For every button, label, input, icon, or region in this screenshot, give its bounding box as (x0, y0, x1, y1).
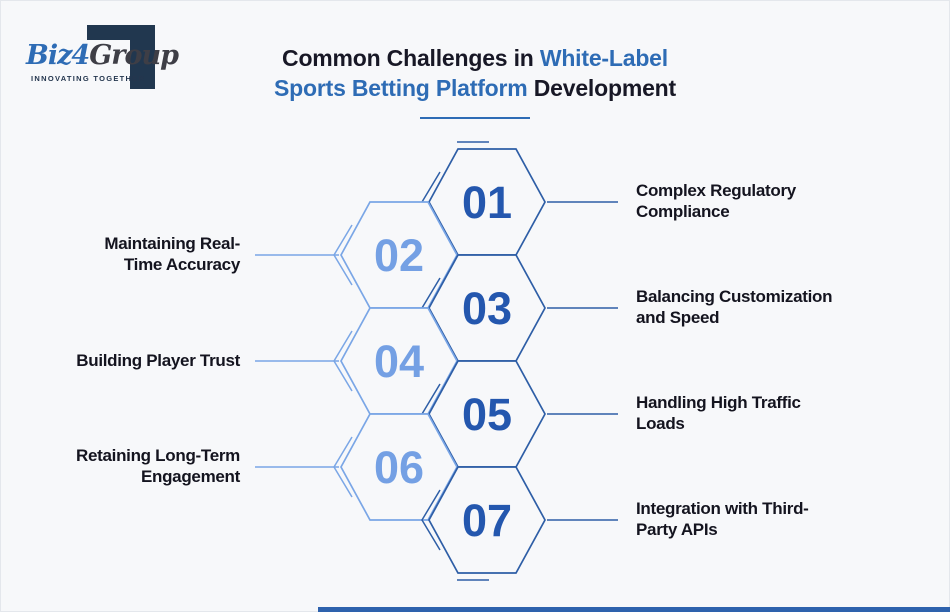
hexagon-number-01: 01 (462, 177, 512, 228)
bottom-accent-bar (318, 607, 950, 612)
challenge-label-line: and Speed (636, 308, 720, 327)
challenge-label-line: Engagement (140, 467, 240, 486)
hexagon-step-02: 02 (255, 201, 458, 309)
hexagon-number-03: 03 (462, 283, 512, 334)
challenge-label-line: Compliance (636, 202, 730, 221)
logo-wordmark: Biz4Group (26, 40, 179, 71)
challenge-label-line: Balancing Customization (636, 287, 833, 306)
logo-bracket-icon (24, 14, 174, 104)
title-line-2: Sports Betting Platform Development (0, 73, 950, 103)
challenge-label-07: Integration with Third- Party APIs (636, 498, 809, 540)
title-line1-highlight: White-Label (539, 45, 668, 71)
hexagon-step-06: 06 (255, 413, 458, 521)
page-title: Common Challenges in White-Label Sports … (0, 43, 950, 103)
challenge-label-line: Handling High Traffic (636, 393, 801, 412)
hexagon-number-02: 02 (374, 230, 424, 281)
hexagon-accent-chevron (333, 436, 353, 498)
challenge-label-line: Time Accuracy (123, 255, 240, 274)
title-line2-highlight: Sports Betting Platform (274, 75, 528, 101)
hexagon-number-06: 06 (374, 442, 424, 493)
logo-word-4: 4 (71, 40, 90, 71)
challenge-label-line: Maintaining Real- (104, 234, 240, 253)
hexagon-step-07: 07 (421, 466, 618, 581)
hexagon-number-04: 04 (374, 336, 424, 387)
title-line2-dark: Development (533, 75, 676, 101)
logo-word-biz: Biz (26, 40, 72, 71)
logo-bracket-right (130, 25, 155, 89)
hexagon-outline-06 (340, 413, 458, 521)
logo-word-group: Group (89, 40, 179, 71)
hexagon-accent-chevron (421, 489, 441, 551)
challenge-label-line: Integration with Third- (636, 499, 809, 518)
title-underline (420, 117, 530, 119)
hexagon-number-05: 05 (462, 389, 512, 440)
title-line1-dark: Common Challenges in (282, 45, 534, 71)
challenge-label-line: Party APIs (636, 520, 718, 539)
title-line-1: Common Challenges in White-Label (0, 43, 950, 73)
challenge-label-line: Loads (636, 414, 685, 433)
challenge-label-04: Building Player Trust (10, 350, 240, 371)
challenge-label-02: Maintaining Real- Time Accuracy (10, 233, 240, 275)
challenge-label-line: Complex Regulatory (636, 181, 796, 200)
hexagon-step-04: 04 (255, 307, 458, 415)
hexagon-number-07: 07 (462, 495, 512, 546)
biz4group-logo: Biz4Group INNOVATING TOGETHER (24, 14, 179, 104)
hexagon-accent-chevron (333, 330, 353, 392)
hexagon-outline-07 (428, 466, 546, 574)
hexagon-accent-chevron (333, 224, 353, 286)
challenge-label-line: Retaining Long-Term (76, 446, 240, 465)
challenge-label-03: Balancing Customization and Speed (636, 286, 832, 328)
challenge-label-line: Building Player Trust (76, 351, 240, 370)
logo-tagline: INNOVATING TOGETHER (31, 74, 146, 83)
